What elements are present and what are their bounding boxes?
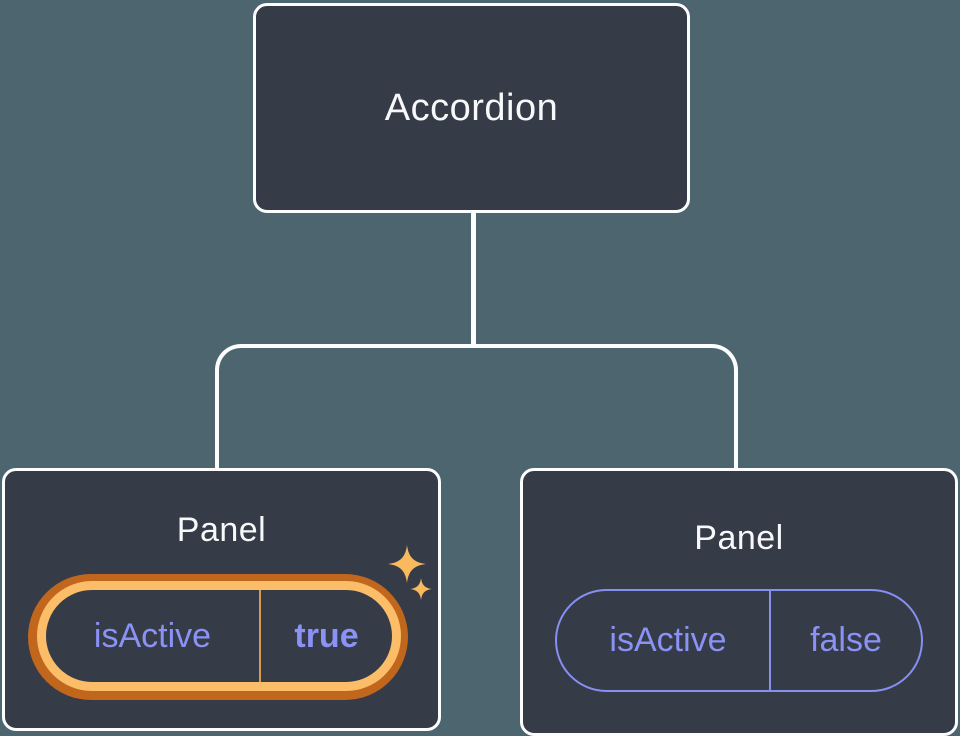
pill-divider xyxy=(769,591,771,690)
state-pill-active-highlight-ring: isActive true xyxy=(28,574,408,700)
accordion-node: Accordion xyxy=(253,3,690,213)
sparkle-icon xyxy=(410,578,432,600)
accordion-node-label: Accordion xyxy=(384,86,559,129)
state-value-label: false xyxy=(810,621,882,659)
state-pill-inactive: isActive false xyxy=(555,589,923,692)
state-key-label: isActive xyxy=(609,621,727,659)
state-value-label: true xyxy=(294,616,359,655)
connector-branch-line xyxy=(215,344,738,470)
pill-divider xyxy=(259,590,261,682)
state-pill-active: isActive true xyxy=(37,581,401,691)
state-key-label: isActive xyxy=(93,616,212,655)
sparkle-icon xyxy=(388,545,426,583)
connector-stem-line xyxy=(471,211,476,346)
panel-node-label: Panel xyxy=(176,511,267,549)
panel-node-label: Panel xyxy=(694,519,784,557)
